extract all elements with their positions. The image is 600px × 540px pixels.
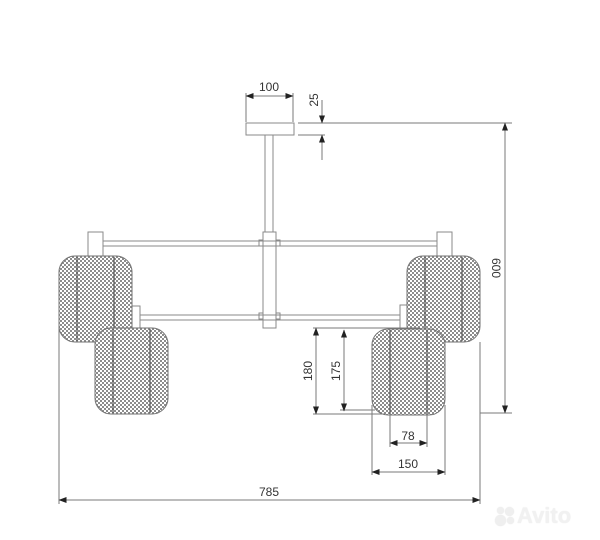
shade-front-left xyxy=(94,327,169,415)
label-total-height: 600 xyxy=(489,258,503,278)
dimension-canopy-width: 100 xyxy=(245,80,294,122)
label-shade-inner-width: 78 xyxy=(401,429,415,443)
shade-back-right xyxy=(406,255,481,343)
dimension-shade-inner-width: 78 xyxy=(389,414,428,447)
dimension-total-height: 600 xyxy=(480,122,512,414)
avito-watermark: Avito xyxy=(493,503,571,529)
dimension-shade-height: 180 175 xyxy=(301,327,420,415)
label-shade-width: 150 xyxy=(398,457,418,471)
canopy xyxy=(245,122,295,233)
avito-logo-icon xyxy=(493,505,515,527)
label-shade-height-inner: 175 xyxy=(329,361,343,381)
label-canopy-height: 25 xyxy=(307,93,321,107)
shade-front-right xyxy=(371,328,446,416)
shade-back-left xyxy=(58,255,133,343)
label-canopy-width: 100 xyxy=(259,80,279,94)
dimension-total-width: 785 xyxy=(58,300,481,504)
label-shade-height-outer: 180 xyxy=(301,361,315,381)
central-hub xyxy=(258,231,281,329)
dimension-shade-width: 150 xyxy=(371,405,446,475)
label-total-width: 785 xyxy=(259,485,279,499)
dimension-canopy-height: 25 xyxy=(298,93,512,160)
avito-watermark-text: Avito xyxy=(517,503,572,528)
